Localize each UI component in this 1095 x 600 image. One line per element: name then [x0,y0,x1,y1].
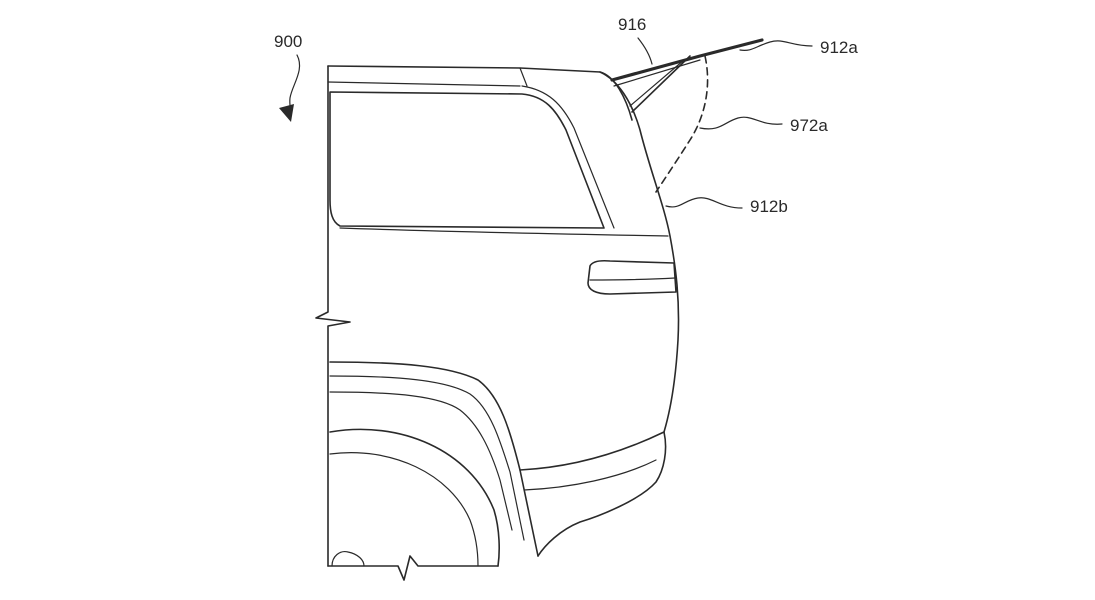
tire-outer [329,428,500,567]
bottom-break-line [327,555,499,581]
wheel-arch-inner [329,375,525,541]
strut-916-inner [629,59,685,107]
bumper-line [523,459,657,491]
vehicle-break-line [315,65,351,567]
strut-916 [631,55,691,113]
wheel-arch-outer [329,361,539,557]
label-912a: 912a [820,38,858,57]
label-900: 900 [274,32,302,51]
wheel-arch-trim [329,391,513,531]
leader-972a [699,116,783,130]
roof-inner-line [327,81,521,87]
leader-916 [637,37,653,65]
label-912b: 912b [750,197,788,216]
spoiler-underside [613,59,701,87]
roof-seam [519,67,528,87]
rear-bumper [519,431,667,557]
tail-light-divider [589,277,676,281]
body-belt-line [339,227,669,237]
spoiler-912a [610,38,764,82]
motion-path-972a [655,55,709,193]
tailgate-outline [599,71,680,433]
tail-light [587,259,677,295]
tire-inner [329,452,479,567]
leader-912b [665,197,743,209]
label-916: 916 [618,15,646,34]
arrow-900-head [279,104,294,122]
wheel-hub [331,551,365,567]
leader-912a [739,40,813,51]
window-frame-inner [521,85,615,229]
label-972a: 972a [790,116,828,135]
rear-side-window [329,91,605,229]
